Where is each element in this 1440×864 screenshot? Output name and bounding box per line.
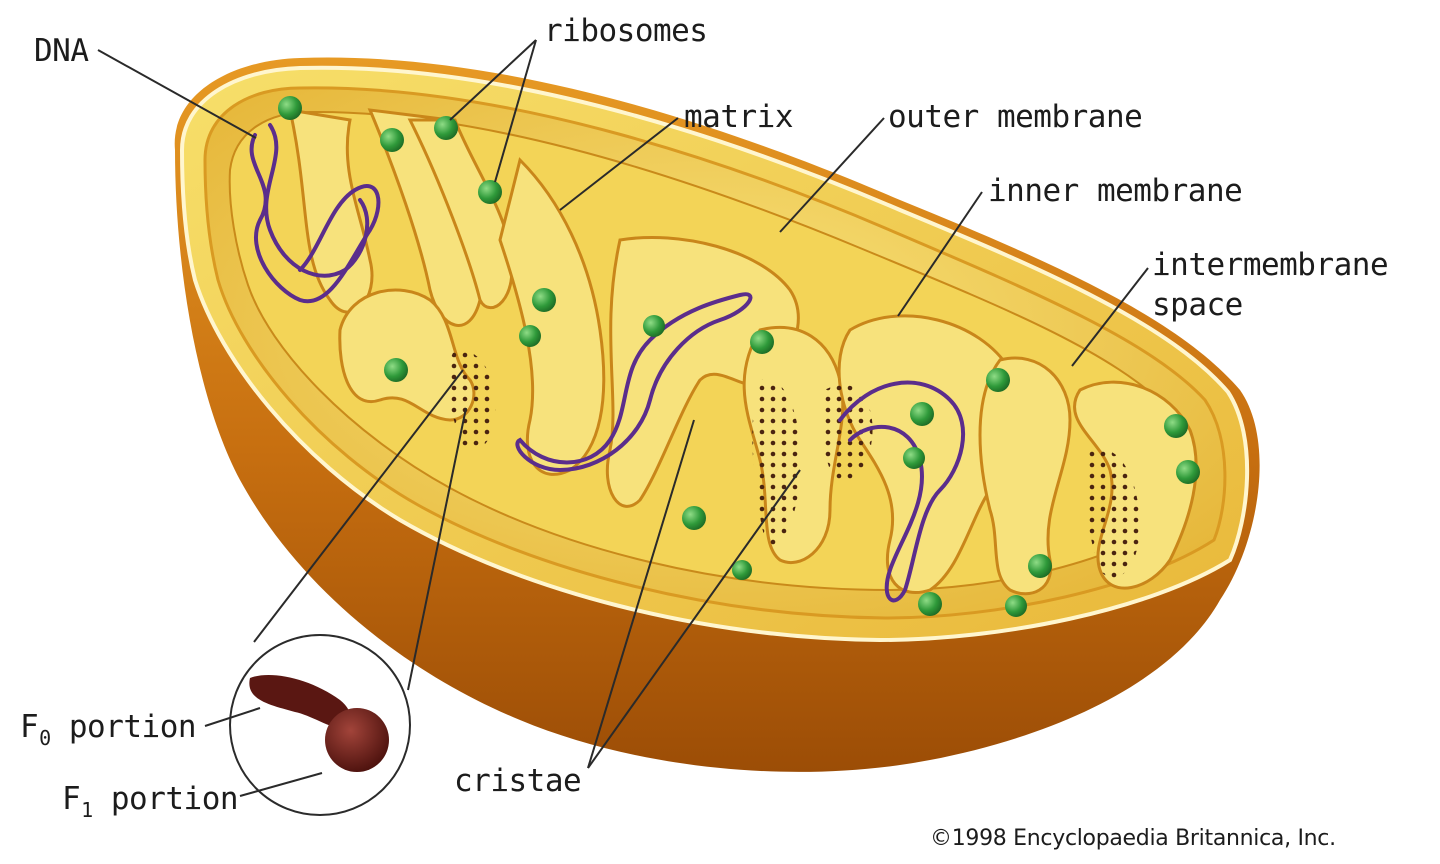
intermembrane-label: intermembrane — [1152, 247, 1389, 283]
ribosome-dots — [278, 96, 1200, 617]
leader-lines — [97, 39, 1149, 797]
f0-letter: F — [20, 709, 39, 745]
copyright-text: ©1998 Encyclopaedia Britannica, Inc. — [930, 826, 1336, 851]
f0-portion-label: F0 portion — [20, 709, 197, 749]
dna-label: DNA — [34, 33, 89, 69]
ribosomes-label: ribosomes — [544, 13, 708, 49]
f1-letter: F — [62, 781, 81, 817]
f1-portion-shape — [325, 708, 389, 772]
inner-membrane-label: inner membrane — [988, 173, 1243, 209]
outer-membrane-label: outer membrane — [888, 99, 1143, 135]
cristae-label: cristae — [454, 763, 582, 799]
f1-word: portion — [110, 781, 239, 817]
f0-word: portion — [68, 709, 197, 745]
f1-portion-label: F1 portion — [62, 781, 239, 821]
f1-subscript: 1 — [81, 798, 93, 822]
f0-portion-shape — [249, 674, 351, 730]
intermembrane-space-label: space — [1152, 287, 1243, 323]
matrix-label: matrix — [684, 99, 793, 135]
f0-subscript: 0 — [39, 726, 51, 750]
atp-synthase-inset — [229, 634, 411, 816]
